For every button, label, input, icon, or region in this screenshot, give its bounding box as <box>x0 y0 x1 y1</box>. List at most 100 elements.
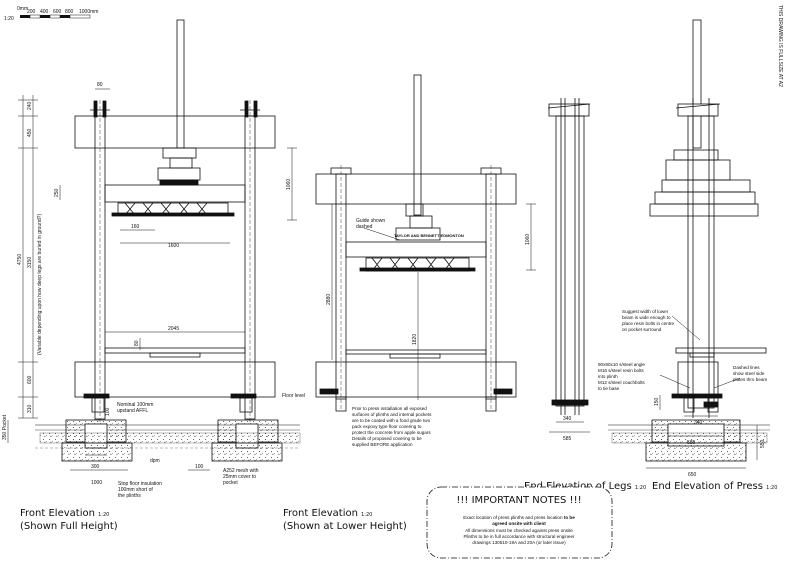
name-plate: TAYLOR AND BENNETT EDMONTON <box>394 233 464 238</box>
dim-650: 650 <box>688 472 697 478</box>
scale-ratio: 1:20 <box>4 16 14 22</box>
view-subtitle: (Shown Full Height) <box>20 521 118 532</box>
svg-text:Front Elevation 1:20: Front Elevation 1:20 <box>20 508 109 519</box>
scale-bar: 1:20 0mm 200 400 600 800 1000mm <box>4 6 98 22</box>
stop-insulation-3: the plinths <box>118 493 141 499</box>
paint-note-line: surfaces of plinths and internal pockets <box>352 412 432 417</box>
front-lower-text: 1060 2880 1820 Guide shown dashed TAYLOR… <box>283 218 531 532</box>
dim-4750: 4750 <box>17 254 23 265</box>
view-scale: 1:20 <box>766 485 777 491</box>
view-subtitle: (Shown at Lower Height) <box>283 521 407 532</box>
guide-label-1: Guide shown <box>356 218 385 224</box>
view-title: End Elevation of Press <box>652 481 763 492</box>
upstand-label: upstand AFFL <box>117 408 148 414</box>
dim-310: 310 <box>27 404 33 413</box>
end-elevation-legs <box>547 98 591 415</box>
dim-100b: 100 <box>195 464 204 470</box>
dim-80b: 80 <box>134 340 140 346</box>
suggest-line: place resin bolts in centre <box>622 321 675 326</box>
floor-level-label: Floor level <box>282 393 305 399</box>
dim-340: 340 <box>563 416 572 422</box>
important-notes: !!! IMPORTANT NOTES !!! Exact location o… <box>426 486 613 559</box>
view-title: End Elevation of Legs <box>524 481 632 492</box>
dim-1600: 1600 <box>168 243 179 249</box>
angle-line: M12 s/steel coachbolts <box>598 380 645 385</box>
dashed-line: show steel side <box>733 371 765 376</box>
dashed-line: Dashed lines <box>733 365 760 370</box>
note-line: drawings 130510-19A and 20A (or later is… <box>472 540 566 545</box>
paint-note-line: are to be coated with a food grade two <box>352 418 431 423</box>
note-line: agreed onsite with client <box>492 521 546 526</box>
svg-text:End Elevation of Legs 1:20: End Elevation of Legs 1:20 <box>524 481 646 492</box>
angle-line: into plinth <box>598 374 618 379</box>
guide-label-2: dashed <box>356 224 373 230</box>
front-elevation-lower <box>315 74 517 412</box>
svg-text:Front Elevation 1:20: Front Elevation 1:20 <box>283 508 372 519</box>
scale-zero-label: 0mm <box>17 6 28 12</box>
dim-150: 150 <box>654 397 660 406</box>
scale-tick: 400 <box>40 9 49 15</box>
front-full-title: Front Elevation 1:20 (Shown Full Height) <box>20 508 118 532</box>
paint-note-line: pack expoxy type floor covering to <box>352 424 422 429</box>
variable-note: (Variable depending upon how deep legs a… <box>37 214 43 355</box>
dim-600: 600 <box>27 375 33 384</box>
view-scale: 1:20 <box>361 512 372 518</box>
suggest-line: Suggest width of lower <box>622 309 669 314</box>
dim-pocket: 350 Pocket <box>2 414 8 440</box>
note-line: Exact location of press plinths and pres… <box>463 515 564 520</box>
angle-line: M16 s/steel resin bolts <box>598 368 644 373</box>
paint-note-line: Prior to press installation all exposed <box>352 406 427 411</box>
important-heading: !!! IMPORTANT NOTES !!! <box>456 495 581 506</box>
dim-1820: 1820 <box>412 334 418 345</box>
dim-585: 585 <box>687 440 696 446</box>
dim-240: 240 <box>27 101 33 110</box>
paint-note-line: Details of proposed covering to be <box>352 436 422 441</box>
dim-340: 340 <box>694 420 703 426</box>
suggest-line: on pocket surround <box>622 327 662 332</box>
fullsize-note: THIS DRAWING IS FULLSIZE AT A2 <box>777 5 783 87</box>
mesh-label-1: A252 mesh with <box>223 468 259 474</box>
mesh-label-3: pocket <box>223 480 238 486</box>
svg-text:End Elevation of Press 1:20: End Elevation of Press 1:20 <box>652 481 777 492</box>
end-elevation-press <box>608 19 770 462</box>
dim-100-upstand: 100 <box>105 407 111 416</box>
suggest-line: beam is wide enough to <box>622 315 671 320</box>
view-scale: 1:20 <box>635 485 646 491</box>
dim-585: 585 <box>563 436 572 442</box>
view-title: Front Elevation <box>283 508 358 519</box>
dim-1060: 1060 <box>525 234 531 245</box>
dim-450: 450 <box>27 128 33 137</box>
scale-tick: 200 <box>27 9 36 15</box>
dim-1000: 1000 <box>91 480 102 486</box>
front-full-dim-text: 80 240 450 1060 250 160 1600 2045 80 475… <box>2 82 305 499</box>
mesh-label-2: 25mm cover to <box>223 474 256 480</box>
end-press-text: 150 340 585 650 550 Suggest width of low… <box>598 309 777 492</box>
note-line: Plinths to be in full accordance with st… <box>463 534 575 539</box>
scale-tick: 800 <box>65 9 74 15</box>
view-scale: 1:20 <box>98 512 109 518</box>
dim-2880: 2880 <box>326 294 332 305</box>
note-line-bold: to be <box>564 515 575 520</box>
dim-80: 80 <box>97 82 103 88</box>
paint-note-line: protect the concrete from apple sugars <box>352 430 431 435</box>
dim-550: 550 <box>760 439 766 448</box>
stop-insulation-2: 100mm short of <box>118 487 153 493</box>
end-legs-text: 340 585 End Elevation of Legs 1:20 <box>524 416 646 492</box>
end-press-dimensions <box>646 315 758 469</box>
dashed-line: plates thro beam <box>733 377 767 382</box>
dpm-label: dpm <box>150 458 160 464</box>
scale-tick: 1000mm <box>79 9 98 15</box>
front-lower-dimensions <box>331 203 536 400</box>
front-full-dimensions <box>7 88 297 471</box>
nominal-label: Nominal 100mm <box>117 402 153 408</box>
view-title: Front Elevation <box>20 508 95 519</box>
dim-160: 160 <box>131 224 140 230</box>
stop-insulation-1: Stop floor insulation <box>118 481 162 487</box>
front-elevation-full <box>35 19 301 462</box>
angle-line: to tie base <box>598 386 620 391</box>
dim-2045: 2045 <box>168 326 179 332</box>
end-legs-dimensions <box>549 421 590 433</box>
svg-text:Exact location of press plinth: Exact location of press plinths and pres… <box>463 515 575 520</box>
dim-1060: 1060 <box>286 179 292 190</box>
